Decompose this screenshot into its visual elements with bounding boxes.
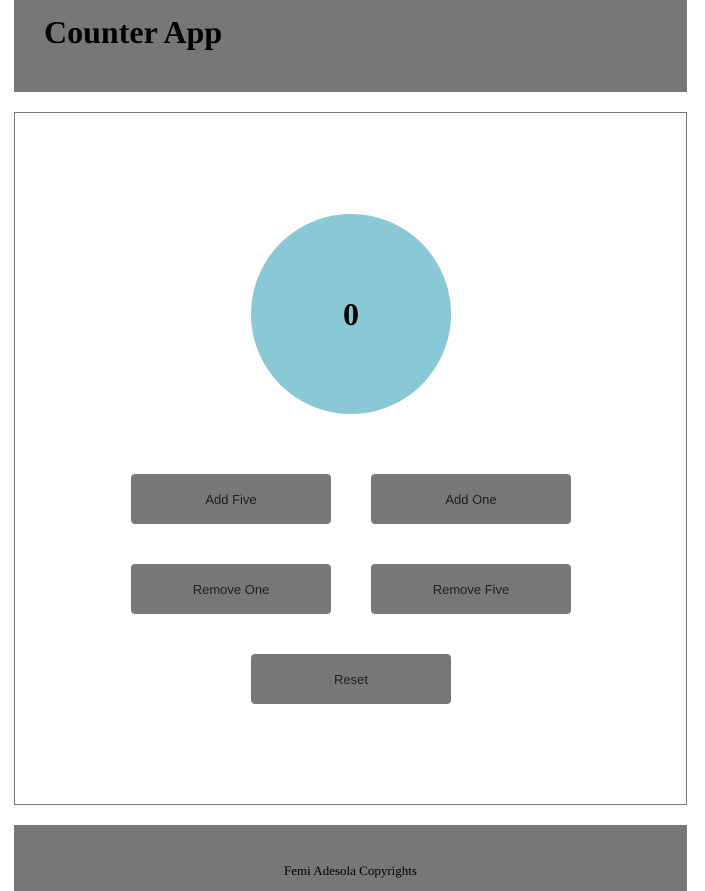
reset-button[interactable]: Reset bbox=[251, 654, 451, 704]
app-footer: Femi Adesola Copyrights bbox=[14, 825, 687, 891]
copyright-text: Femi Adesola Copyrights bbox=[284, 863, 417, 878]
add-five-button[interactable]: Add Five bbox=[131, 474, 331, 524]
remove-one-button[interactable]: Remove One bbox=[131, 564, 331, 614]
counter-display: 0 bbox=[251, 214, 451, 414]
add-one-button[interactable]: Add One bbox=[371, 474, 571, 524]
app-header: Counter App bbox=[14, 0, 687, 92]
counter-panel: 0 Add Five Add One Remove One Remove Fiv… bbox=[14, 112, 687, 805]
counter-value: 0 bbox=[343, 295, 359, 332]
remove-five-button[interactable]: Remove Five bbox=[371, 564, 571, 614]
page-title: Counter App bbox=[44, 14, 223, 50]
